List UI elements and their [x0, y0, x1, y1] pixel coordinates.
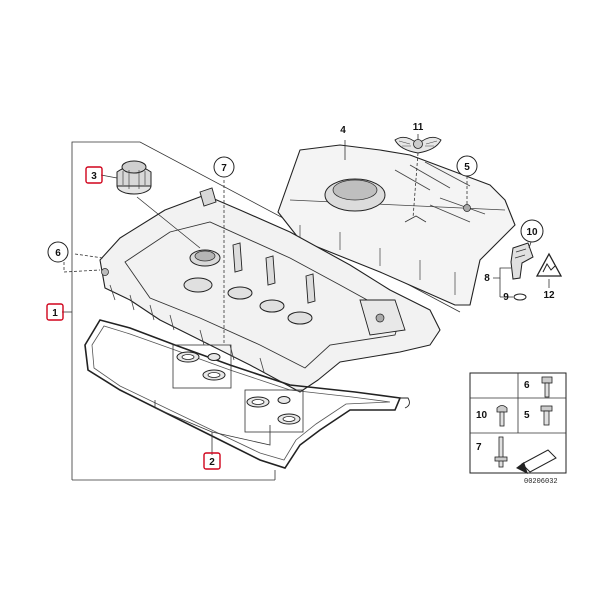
callout-7: 7 [221, 163, 227, 174]
callout-4: 4 [340, 125, 346, 136]
direction-arrow-icon [516, 449, 557, 474]
sensor [510, 242, 534, 280]
wing-badge [394, 136, 442, 154]
bolt-10-icon [496, 405, 508, 427]
leader-lines [62, 134, 550, 455]
callout-1: 1 [52, 308, 58, 319]
diagram-code: 00206032 [524, 478, 558, 486]
callout-3: 3 [91, 171, 97, 182]
callout-2: 2 [209, 457, 215, 468]
callout-1-highlight [46, 303, 64, 321]
callout-12: 12 [543, 290, 555, 301]
callout-6: 6 [55, 248, 61, 259]
callout-9: 9 [503, 292, 509, 303]
legend-label-5: 5 [524, 410, 530, 421]
seal-rings-set-b [244, 389, 304, 433]
valve-cover [99, 187, 441, 393]
callout-2-highlight [203, 452, 221, 470]
callouts: 1 2 3 4 5 6 7 8 9 10 11 12 [46, 122, 555, 470]
callout-3-highlight [85, 166, 103, 184]
callout-5: 5 [464, 162, 470, 173]
legend-label-10: 10 [476, 410, 488, 421]
callout-10: 10 [526, 227, 538, 238]
stud-7-icon [494, 436, 508, 468]
callout-8: 8 [484, 273, 490, 284]
bolt-5-icon [540, 405, 553, 426]
legend-label-6: 6 [524, 380, 530, 391]
bolt-6-icon [541, 376, 553, 398]
oil-filler-cap [116, 160, 152, 195]
seal-rings-set-a [172, 344, 232, 389]
fastener-legend: 6 10 5 7 [469, 372, 567, 474]
callout-11: 11 [413, 122, 424, 133]
legend-label-7: 7 [476, 442, 482, 453]
warning-label [535, 252, 563, 277]
sealing-washer [513, 293, 527, 301]
